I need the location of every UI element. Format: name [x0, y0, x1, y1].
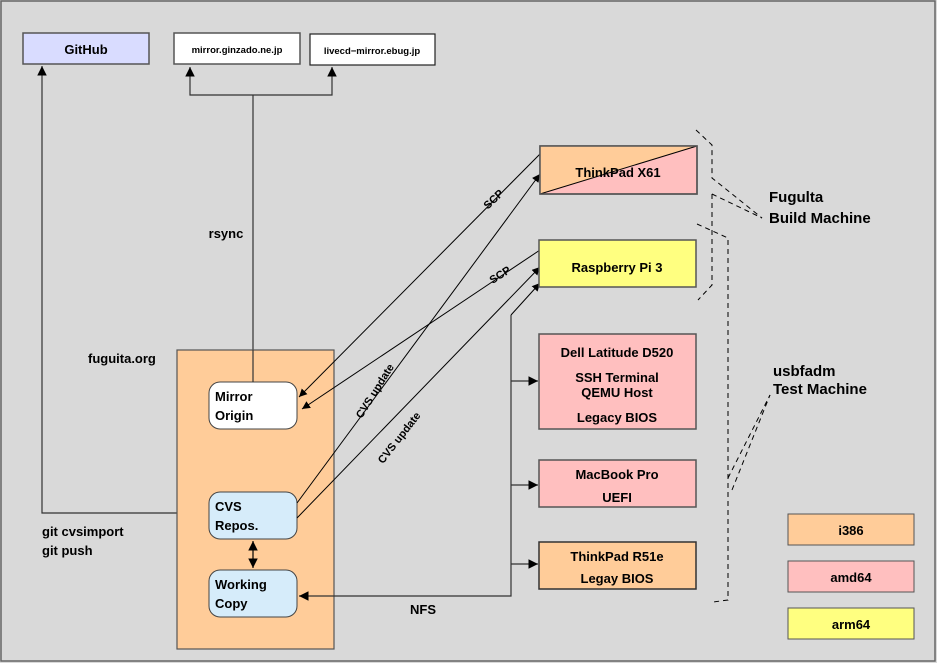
working-copy-node[interactable]: Working Copy	[208, 569, 298, 618]
mirror-ginzado-node[interactable]: mirror.ginzado.ne.jp	[173, 32, 301, 65]
dell-line3: QEMU Host	[581, 385, 653, 400]
scp-x61-edge	[298, 153, 541, 398]
thinkpad-x61-label: ThinkPad X61	[575, 165, 660, 180]
dell-line2: SSH Terminal	[575, 370, 659, 385]
github-label: GitHub	[64, 42, 107, 57]
working-copy-line2: Copy	[215, 596, 248, 611]
nfs-label: NFS	[410, 602, 436, 617]
raspberry-pi-node[interactable]: Raspberry Pi 3	[538, 239, 697, 288]
working-copy-line1: Working	[215, 577, 267, 592]
dell-latitude-node[interactable]: Dell Latitude D520 SSH Terminal QEMU Hos…	[538, 333, 697, 430]
mirror-origin-node[interactable]: Mirror Origin	[208, 381, 298, 430]
thinkpad-x61-node[interactable]: ThinkPad X61	[539, 145, 698, 195]
legend-label-arm64: arm64	[832, 617, 871, 632]
build-group-line1: Fugulta	[769, 189, 824, 206]
macbook-pro-node[interactable]: MacBook Pro UEFI	[538, 459, 697, 508]
git-push-label: git push	[42, 543, 93, 558]
git-cvsimport-label: git cvsimport	[42, 524, 124, 539]
test-group-line2: Test Machine	[773, 381, 867, 398]
legend-item-i386: i386	[787, 513, 915, 546]
mirror-origin-line1: Mirror	[215, 389, 253, 404]
r51e-line1: ThinkPad R51e	[570, 549, 663, 564]
build-group-line2: Build Machine	[769, 210, 871, 227]
macbook-line2: UEFI	[602, 490, 632, 505]
mirror-ebug-label: livecd−mirror.ebug.jp	[324, 46, 421, 57]
cvs-repos-line2: Repos.	[215, 518, 258, 533]
legend-label-i386: i386	[838, 523, 863, 538]
mirror-ebug-node[interactable]: livecd−mirror.ebug.jp	[309, 33, 436, 66]
nfs-edge	[299, 315, 538, 601]
raspberry-pi-label: Raspberry Pi 3	[571, 260, 662, 275]
dell-line1: Dell Latitude D520	[561, 345, 674, 360]
mirror-origin-line2: Origin	[215, 408, 253, 423]
legend: i386 amd64 arm64	[787, 513, 915, 640]
git-edge	[37, 66, 210, 514]
cvs-update-rpi-edge	[296, 266, 541, 519]
rsync-label: rsync	[209, 226, 244, 241]
dell-line4: Legacy BIOS	[577, 410, 658, 425]
nfs-rpi-edge	[510, 282, 541, 316]
legend-item-arm64: arm64	[787, 607, 915, 640]
scp-rpi-edge	[301, 249, 541, 410]
test-group-line1: usbfadm	[773, 363, 836, 380]
cvs-repos-node[interactable]: CVS Repos.	[208, 491, 298, 540]
macbook-line1: MacBook Pro	[575, 467, 658, 482]
fuguita-org-label: fuguita.org	[88, 351, 156, 366]
build-brace-top	[695, 129, 763, 219]
legend-label-amd64: amd64	[830, 570, 872, 585]
github-node[interactable]: GitHub	[22, 32, 150, 65]
mirror-ginzado-label: mirror.ginzado.ne.jp	[192, 45, 283, 56]
r51e-line2: Legay BIOS	[581, 571, 654, 586]
thinkpad-r51e-node[interactable]: ThinkPad R51e Legay BIOS	[538, 541, 697, 590]
build-brace-bottom	[697, 194, 713, 301]
cvs-repos-line1: CVS	[215, 499, 242, 514]
cvs-update-x61-edge	[296, 173, 541, 504]
legend-item-amd64: amd64	[787, 560, 915, 593]
rsync-edge	[185, 67, 337, 383]
